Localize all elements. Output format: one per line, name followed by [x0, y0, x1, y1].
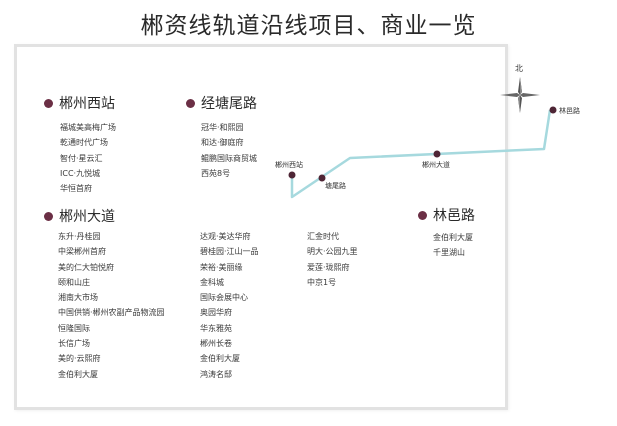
station-label: 林邑路	[559, 107, 580, 115]
list-item: 鸿涛名邸	[200, 369, 232, 379]
list-item: 金伯利大厦	[433, 233, 473, 242]
compass-north-label: 北	[515, 64, 523, 73]
station-dot-tangwei	[318, 174, 326, 182]
list-item: 爱莲·珑熙府	[307, 262, 350, 272]
section-header: 林邑路	[418, 206, 475, 224]
list-item: 智付·星云汇	[60, 153, 103, 163]
list-item: 汇金时代	[307, 232, 339, 241]
project-list: 金伯利大厦 千里湖山	[433, 230, 475, 261]
list-item: 华东雅苑	[200, 323, 232, 333]
rail-line	[290, 109, 552, 199]
station-dot-chenzhou-west	[288, 171, 296, 179]
station-dot-chenzhou-avenue	[433, 150, 441, 158]
list-item: 华恒首府	[60, 184, 92, 194]
section-chenzhou-west: 郴州西站 福城美高梅广场 乾通时代广场 智付·星云汇 ICC·九悦城 华恒首府	[44, 94, 116, 196]
list-item: 东升·丹桂园	[58, 232, 101, 241]
list-item: 湘南大市场	[58, 293, 98, 303]
section-title: 林邑路	[433, 208, 475, 224]
section-title: 经塘尾路	[201, 96, 257, 112]
section-chenzhou-avenue: 郴州大道	[44, 207, 115, 225]
station-label: 塘尾路	[325, 182, 346, 190]
list-item: 和达·御庭府	[201, 138, 244, 148]
section-jingtang-wei: 经塘尾路 冠华·和熙园 和达·御庭府 鲲鹏国际商贸城 西苑8号	[186, 94, 257, 181]
list-item: 千里湖山	[433, 248, 465, 258]
project-list: 冠华·和熙园 和达·御庭府 鲲鹏国际商贸城 西苑8号	[201, 120, 257, 181]
list-item: 金科城	[200, 277, 224, 287]
list-item: 颐和山庄	[58, 277, 90, 287]
compass-icon	[500, 77, 540, 113]
list-item: 恒隆国际	[58, 323, 90, 333]
list-item: 美的仁大铂悦府	[58, 262, 114, 272]
station-label: 郴州大道	[422, 161, 450, 169]
list-item: 达观·美达华府	[200, 232, 251, 241]
bullet-dot-icon	[418, 210, 427, 220]
list-item: 国际会展中心	[200, 293, 248, 303]
list-item: 长信广场	[58, 339, 90, 349]
section-linyi-road: 林邑路 金伯利大厦 千里湖山	[418, 206, 475, 261]
section-header: 经塘尾路	[186, 94, 257, 112]
list-item: 鲲鹏国际商贸城	[201, 153, 257, 163]
project-list: 福城美高梅广场 乾通时代广场 智付·星云汇 ICC·九悦城 华恒首府	[60, 120, 116, 196]
list-item: 福城美高梅广场	[60, 123, 116, 132]
list-item: 西苑8号	[201, 168, 231, 178]
project-list-col1: 东升·丹桂园 中梁郴州首府 美的仁大铂悦府 颐和山庄 湘南大市场 中国供销·郴州…	[58, 229, 165, 382]
list-item: 郴州长卷	[200, 339, 232, 349]
list-item: 中京1号	[307, 277, 337, 287]
section-header: 郴州大道	[44, 207, 115, 225]
list-item: 金伯利大厦	[58, 369, 98, 379]
project-list-col2: 达观·美达华府 碧桂园·江山一品 荣裕·美丽缘 金科城 国际会展中心 奥园华府 …	[200, 229, 259, 382]
section-title: 郴州大道	[59, 209, 115, 225]
list-item: 碧桂园·江山一品	[200, 247, 259, 257]
list-item: 冠华·和熙园	[201, 123, 244, 132]
list-item: 中国供销·郴州农副产品物流园	[58, 308, 165, 318]
bullet-dot-icon	[186, 98, 195, 108]
list-item: 荣裕·美丽缘	[200, 262, 243, 272]
list-item: 金伯利大厦	[200, 354, 240, 364]
section-title: 郴州西站	[59, 96, 115, 112]
list-item: 中梁郴州首府	[58, 247, 106, 257]
page-title: 郴资线轨道沿线项目、商业一览	[140, 13, 477, 39]
bullet-dot-icon	[44, 98, 53, 108]
content-frame	[14, 44, 508, 410]
list-item: 乾通时代广场	[60, 138, 108, 148]
bullet-dot-icon	[44, 211, 53, 221]
station-label: 郴州西站	[275, 161, 303, 169]
list-item: 奥园华府	[200, 308, 232, 318]
list-item: 美的·云熙府	[58, 354, 101, 364]
project-list-col3: 汇金时代 明大·公园九里 爱莲·珑熙府 中京1号	[307, 229, 358, 290]
list-item: 明大·公园九里	[307, 247, 358, 257]
list-item: ICC·九悦城	[60, 168, 101, 178]
section-header: 郴州西站	[44, 94, 116, 112]
station-dot-linyi	[549, 106, 557, 114]
